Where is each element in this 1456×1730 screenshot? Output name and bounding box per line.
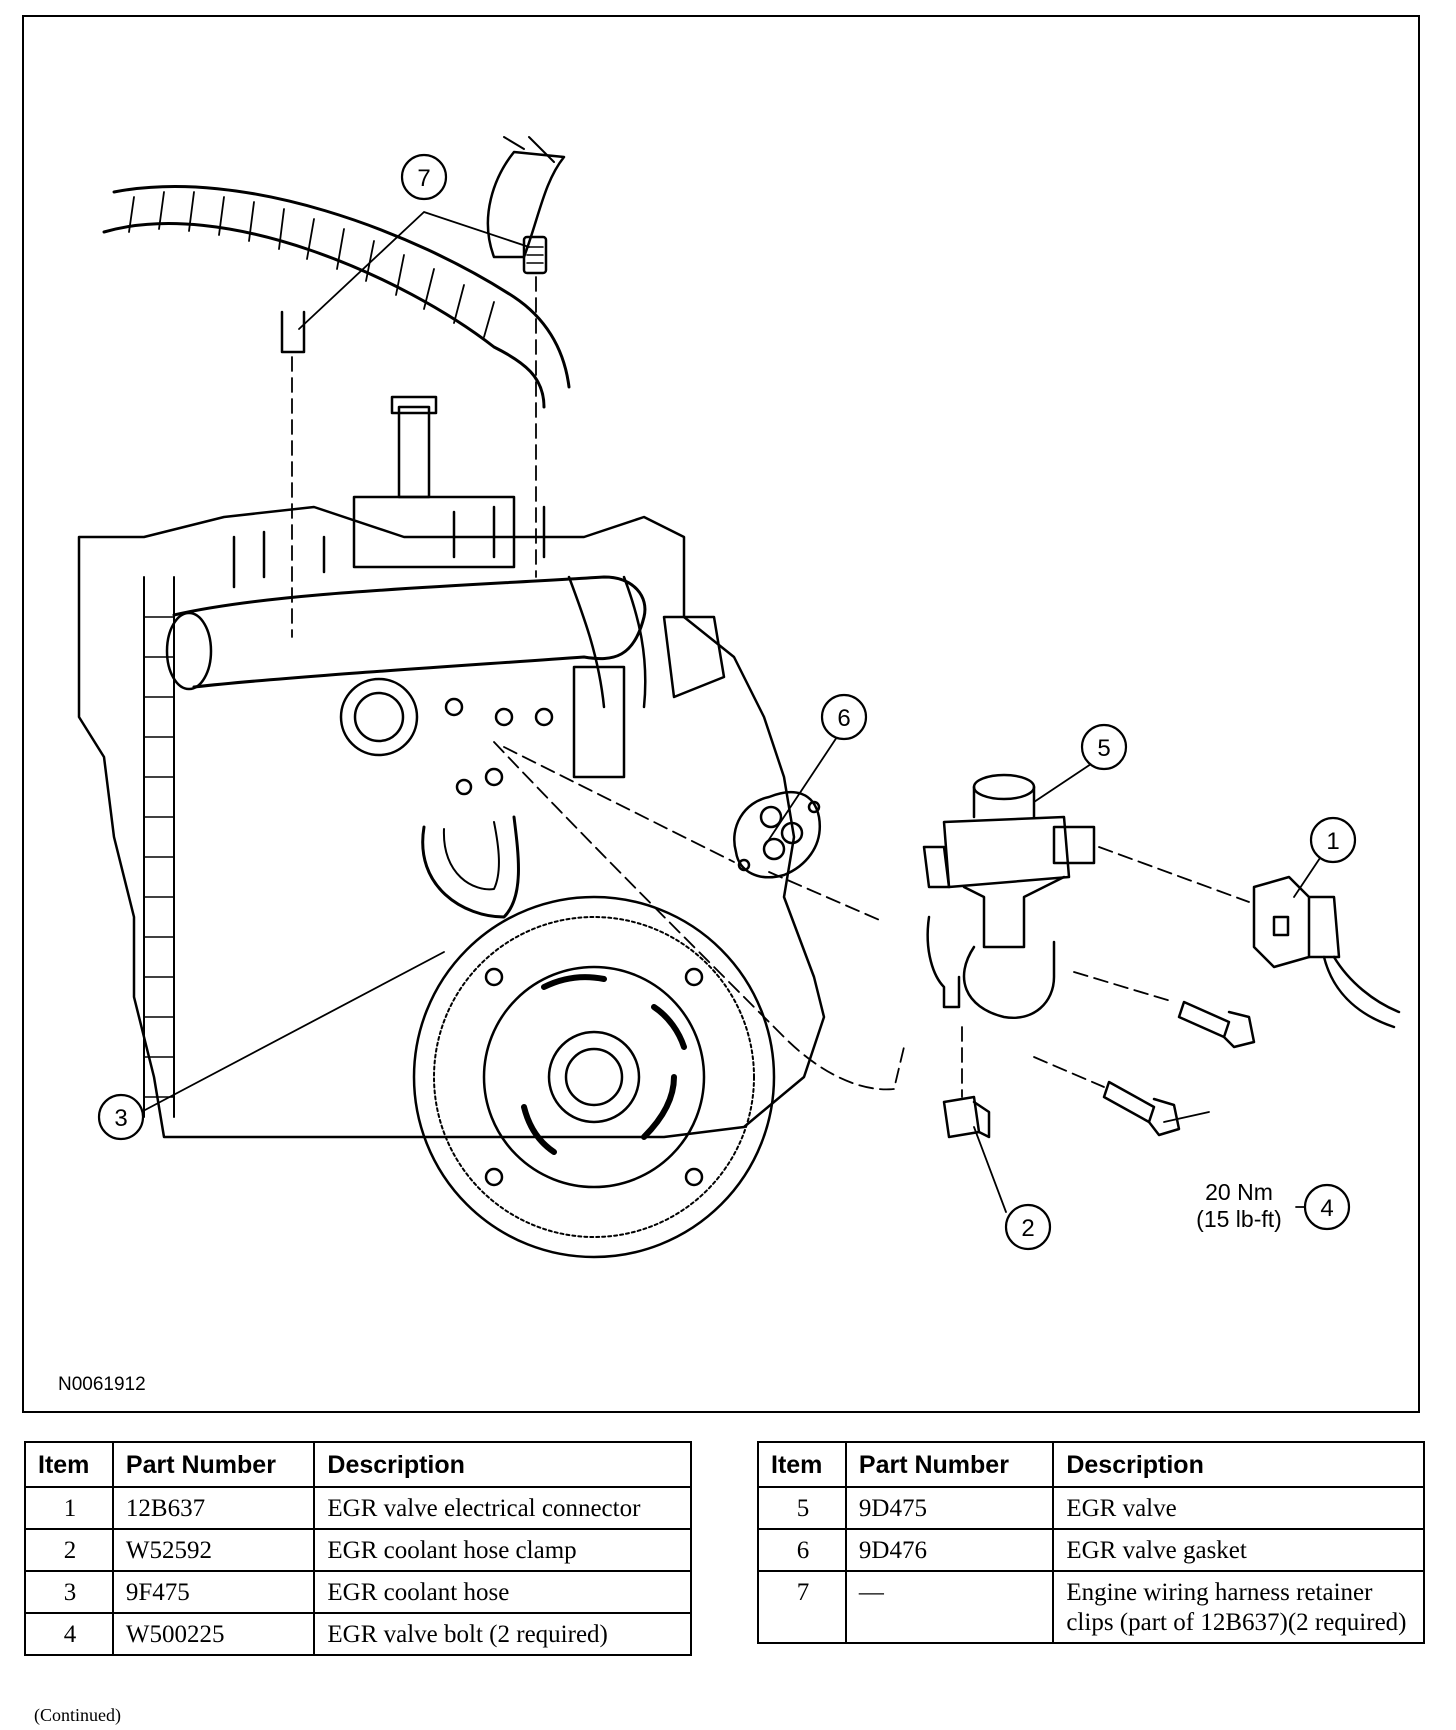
part-number: 12B637 bbox=[111, 1486, 316, 1530]
header-description: Description bbox=[1052, 1441, 1425, 1488]
callout-label-7: 7 bbox=[417, 165, 430, 192]
description: Engine wiring harness retainer clips (pa… bbox=[1052, 1570, 1425, 1644]
item-number: 5 bbox=[757, 1486, 847, 1530]
part-number: 9F475 bbox=[111, 1570, 316, 1614]
continued-note: (Continued) bbox=[34, 1705, 121, 1725]
description: EGR valve electrical connector bbox=[313, 1486, 692, 1530]
table-row: 6 9D476 EGR valve gasket bbox=[757, 1528, 1425, 1572]
callout-label-4: 4 bbox=[1320, 1195, 1333, 1222]
callout-2 bbox=[1004, 1203, 1052, 1251]
callout-5 bbox=[1080, 723, 1128, 771]
part-number: W500225 bbox=[111, 1612, 316, 1656]
item-number: 6 bbox=[757, 1528, 847, 1572]
description: EGR coolant hose bbox=[313, 1570, 692, 1614]
callout-label-2: 2 bbox=[1021, 1215, 1034, 1242]
header-item: Item bbox=[24, 1441, 114, 1488]
parts-table-left: Item Part Number Description 1 12B637 EG… bbox=[24, 1441, 692, 1656]
torque-metric: 20 Nm bbox=[1205, 1179, 1273, 1205]
wiring-harness-conduit bbox=[102, 185, 571, 409]
harness-tail bbox=[486, 150, 566, 259]
engine-illustration: 7 6 5 1 3 2 4 20 Nm (15 lb-ft) bbox=[77, 136, 1401, 1259]
engine-block bbox=[77, 395, 826, 1139]
parts-table-right: Item Part Number Description 5 9D475 EGR… bbox=[757, 1441, 1425, 1644]
figure-id: N0061912 bbox=[58, 1374, 146, 1395]
header-part-number: Part Number bbox=[844, 1441, 1055, 1488]
flywheel bbox=[412, 895, 776, 1259]
egr-coolant-hose-clamp bbox=[942, 1095, 991, 1139]
callout-7 bbox=[400, 153, 448, 201]
egr-valve bbox=[922, 773, 1096, 1020]
header-description: Description bbox=[313, 1441, 692, 1488]
exploded-view-figure: 7 6 5 1 3 2 4 20 Nm (15 lb-ft) N0061912 bbox=[22, 15, 1420, 1413]
torque-imperial: (15 lb-ft) bbox=[1196, 1206, 1282, 1232]
part-number: 9D475 bbox=[844, 1486, 1055, 1530]
item-number: 7 bbox=[757, 1570, 847, 1644]
callout-4 bbox=[1303, 1183, 1351, 1231]
callout-3 bbox=[97, 1093, 145, 1141]
table-row: 1 12B637 EGR valve electrical connector bbox=[24, 1486, 692, 1530]
egr-coolant-hose bbox=[421, 815, 520, 919]
table-row: 3 9F475 EGR coolant hose bbox=[24, 1570, 692, 1614]
part-number: 9D476 bbox=[844, 1528, 1055, 1572]
egr-valve-bolt-lower bbox=[1102, 1080, 1181, 1137]
item-number: 1 bbox=[24, 1486, 114, 1530]
table-row: 5 9D475 EGR valve bbox=[757, 1486, 1425, 1530]
item-number: 3 bbox=[24, 1570, 114, 1614]
callout-label-5: 5 bbox=[1097, 735, 1110, 762]
callout-1 bbox=[1309, 816, 1357, 864]
table-row: 4 W500225 EGR valve bolt (2 required) bbox=[24, 1612, 692, 1656]
callout-label-3: 3 bbox=[114, 1105, 127, 1132]
part-number: W52592 bbox=[111, 1528, 316, 1572]
callout-label-6: 6 bbox=[837, 705, 850, 732]
description: EGR valve bolt (2 required) bbox=[313, 1612, 692, 1656]
retainer-clip-upper bbox=[522, 235, 548, 275]
table-row: 7 — Engine wiring harness retainer clips… bbox=[757, 1570, 1425, 1644]
part-number: — bbox=[844, 1570, 1055, 1644]
callout-6 bbox=[820, 693, 868, 741]
table-row: 2 W52592 EGR coolant hose clamp bbox=[24, 1528, 692, 1572]
item-number: 4 bbox=[24, 1612, 114, 1656]
description: EGR valve gasket bbox=[1052, 1528, 1425, 1572]
egr-valve-electrical-connector bbox=[1252, 875, 1401, 1029]
retainer-clip-lower bbox=[280, 310, 306, 354]
item-number: 2 bbox=[24, 1528, 114, 1572]
header-item: Item bbox=[757, 1441, 847, 1488]
header-part-number: Part Number bbox=[111, 1441, 316, 1488]
egr-valve-gasket bbox=[733, 790, 822, 879]
description: EGR coolant hose clamp bbox=[313, 1528, 692, 1572]
egr-valve-bolt-upper bbox=[1177, 1000, 1256, 1049]
callout-label-1: 1 bbox=[1326, 828, 1339, 855]
description: EGR valve bbox=[1052, 1486, 1425, 1530]
